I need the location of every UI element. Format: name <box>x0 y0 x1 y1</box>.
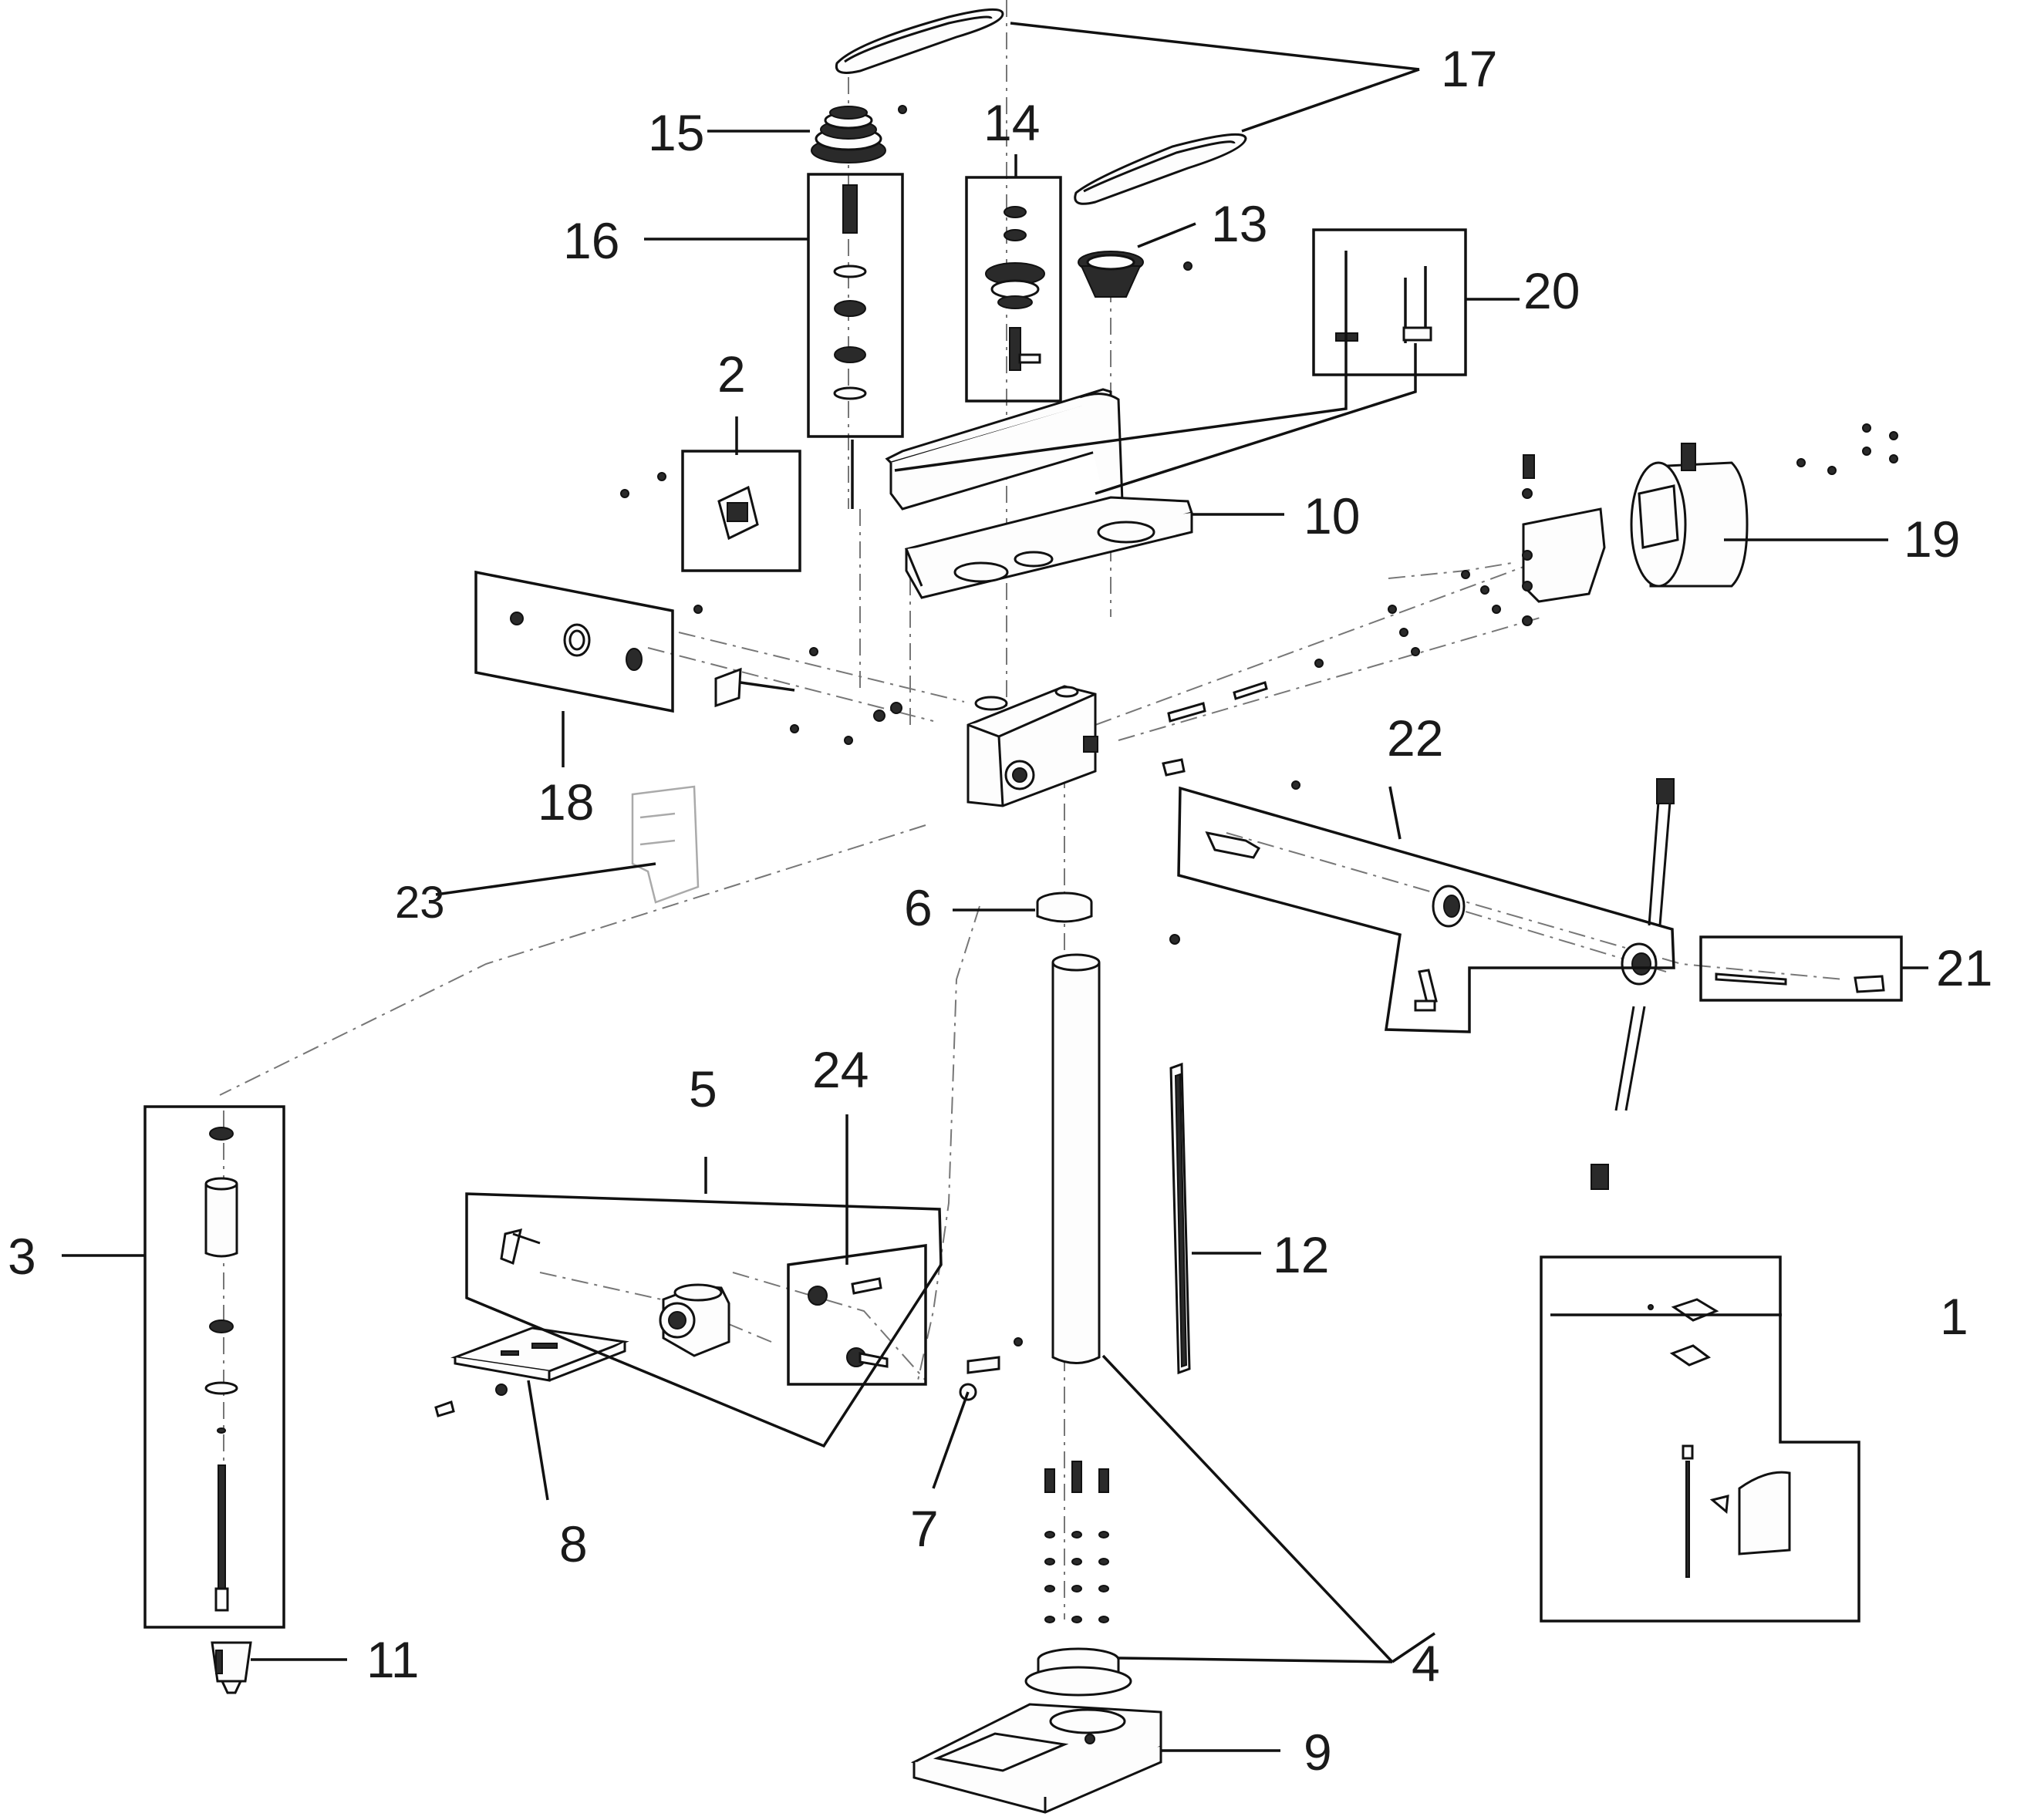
part-label-14: 14 <box>983 94 1040 151</box>
part-label-6: 6 <box>904 879 933 936</box>
rack <box>1169 1062 1191 1375</box>
callout-boxes <box>143 173 1903 1629</box>
belt-upper <box>835 8 1004 74</box>
part-label-20: 20 <box>1523 262 1580 319</box>
part-label-17: 17 <box>1441 40 1497 97</box>
belt-lower <box>1074 133 1247 205</box>
head-casting <box>693 605 1324 807</box>
part-label-23: 23 <box>395 878 445 928</box>
belt-tension-fasteners <box>1335 251 1432 343</box>
part-label-8: 8 <box>559 1515 588 1572</box>
column <box>1051 953 1101 1364</box>
idler-pulley-group <box>985 206 1045 371</box>
chuck-guard <box>631 785 700 904</box>
handle-knob-parts <box>1715 972 1885 993</box>
part-label-15: 15 <box>648 104 704 161</box>
drill-chuck <box>211 1641 252 1694</box>
part-label-21: 21 <box>1936 939 1992 996</box>
table-lock-parts <box>808 1277 889 1368</box>
quill-spindle-group <box>204 1127 238 1612</box>
part-label-2: 2 <box>717 345 746 403</box>
part-label-7: 7 <box>910 1500 939 1557</box>
base-bolts <box>1044 1461 1109 1623</box>
table-arm <box>500 1228 730 1357</box>
part-label-24: 24 <box>812 1041 869 1098</box>
part-label-3: 3 <box>8 1228 36 1285</box>
work-table <box>434 1326 629 1417</box>
part-number-labels: 1 2 3 4 5 6 7 8 9 10 11 12 13 14 15 16 1… <box>8 40 1992 1781</box>
spindle-sleeve-group <box>833 184 867 400</box>
terminal-panel-parts <box>510 612 643 671</box>
part-label-9: 9 <box>1304 1724 1332 1781</box>
chuck-guard-assembly <box>1648 1298 1791 1578</box>
part-label-4: 4 <box>1412 1635 1440 1692</box>
part-label-16: 16 <box>563 212 619 269</box>
leader-lines <box>62 22 1928 1752</box>
part-label-19: 19 <box>1904 511 1960 568</box>
part-label-5: 5 <box>689 1060 717 1117</box>
part-label-11: 11 <box>366 1631 420 1688</box>
part-label-1: 1 <box>1940 1288 1968 1345</box>
part-label-13: 13 <box>1211 195 1267 252</box>
part-label-18: 18 <box>538 774 594 831</box>
assembly-center-lines <box>219 0 1844 1619</box>
table-bracket-bolt <box>959 1337 1023 1401</box>
spindle-pulley <box>811 105 907 163</box>
column-base-flange <box>1024 1647 1132 1697</box>
feed-handle-assembly <box>1205 778 1675 1190</box>
motor-pulley <box>1078 251 1192 298</box>
machine-base <box>910 1703 1162 1814</box>
motor-assembly <box>1388 423 1898 656</box>
pulley-cover-housing <box>885 388 1193 599</box>
switch-assembly <box>620 472 759 541</box>
part-label-22: 22 <box>1387 709 1443 767</box>
part-label-12: 12 <box>1273 1226 1329 1283</box>
column-collar <box>1036 891 1180 945</box>
part-label-10: 10 <box>1304 487 1360 544</box>
